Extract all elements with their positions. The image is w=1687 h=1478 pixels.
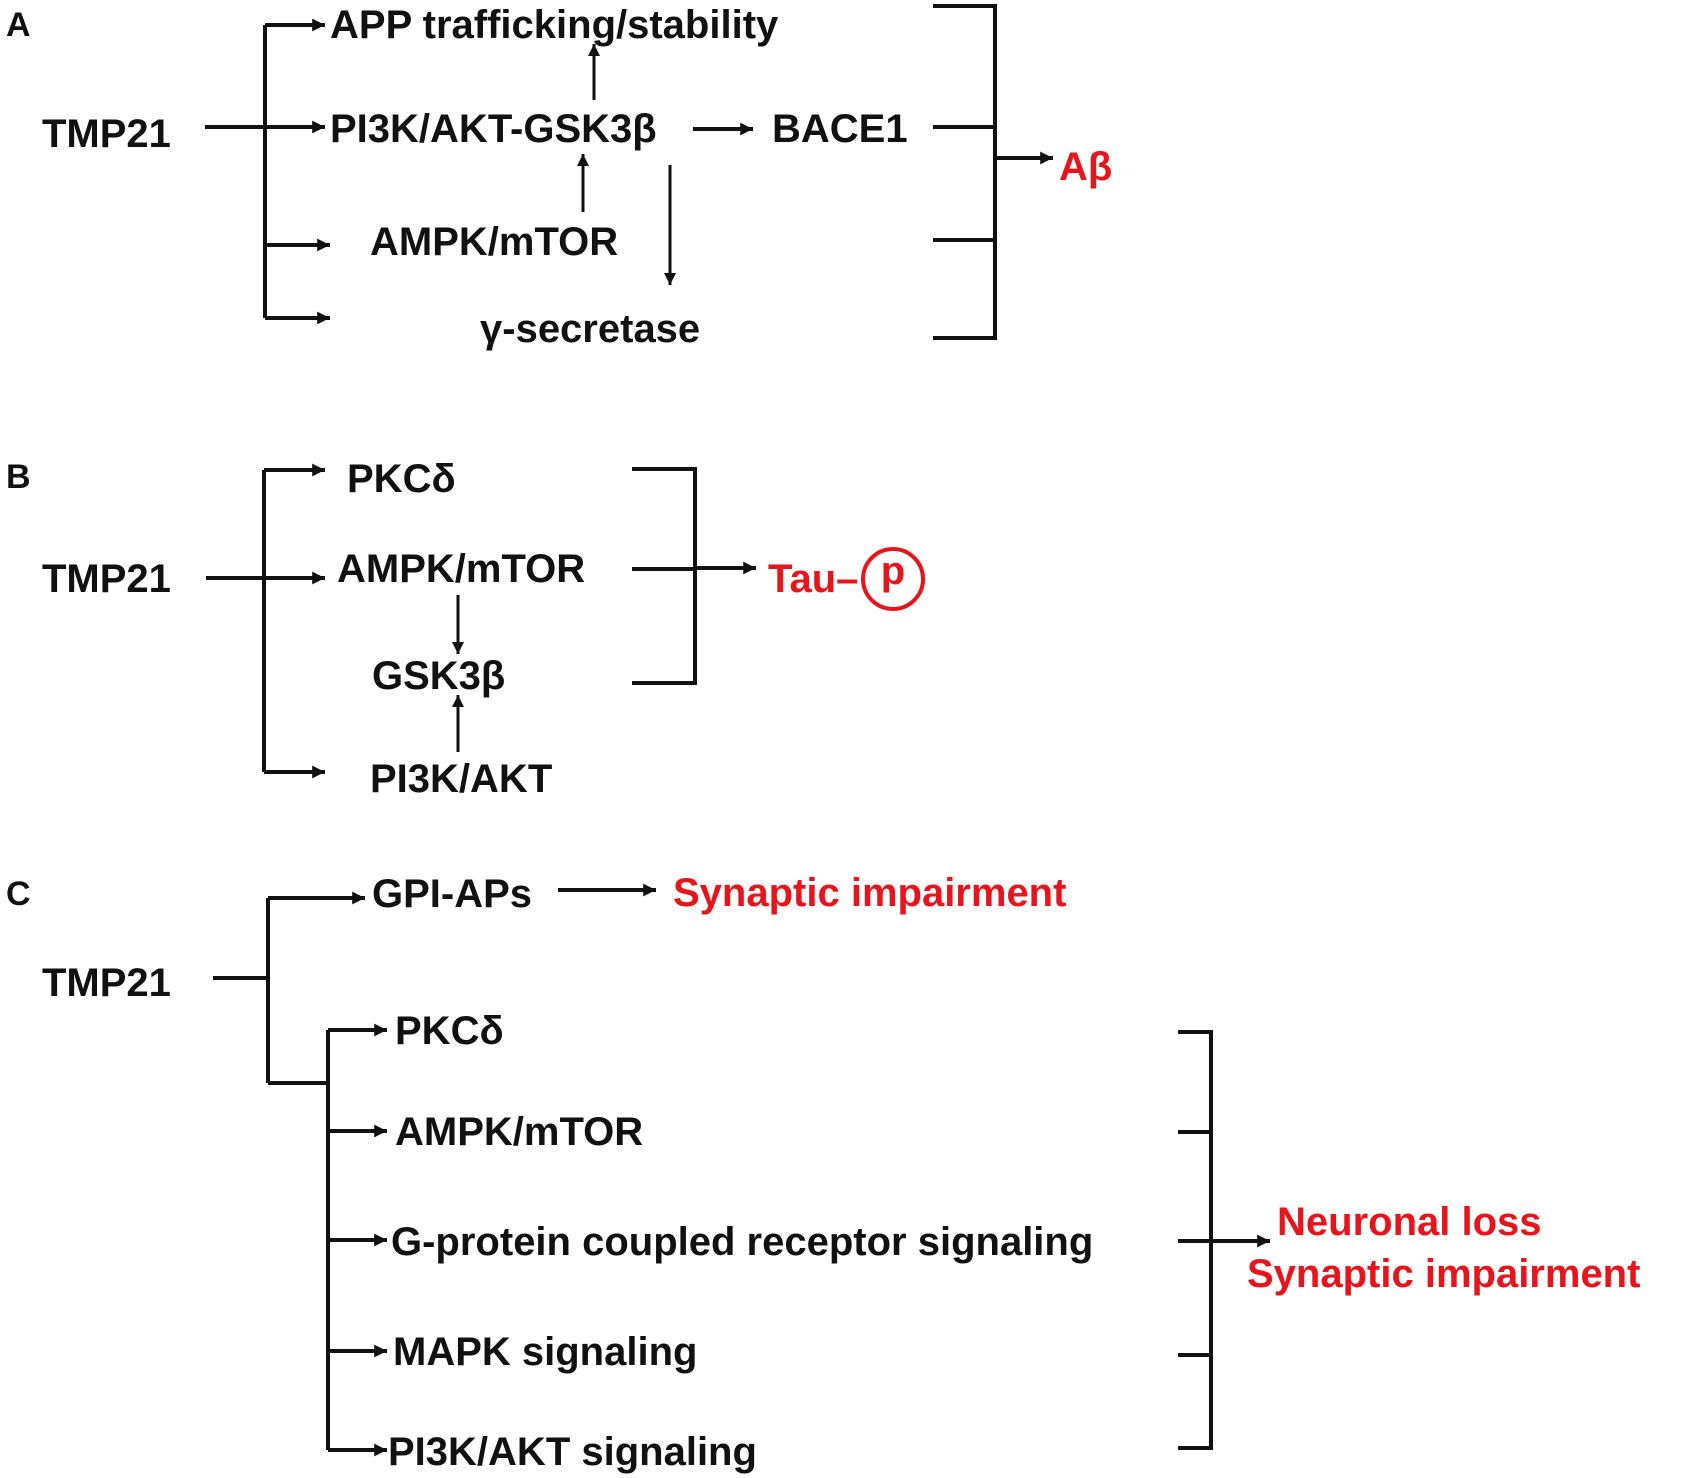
panel-a-bace1-label: BACE1	[772, 107, 908, 151]
panel-a-bracket	[933, 4, 1053, 340]
panel-a-abeta-outcome: Aβ	[1059, 145, 1112, 189]
panel-b-letter: B	[6, 458, 31, 496]
panel-a-ampk-label: AMPK/mTOR	[370, 220, 618, 264]
panel-b-tmp21-label: TMP21	[42, 557, 171, 601]
panel-c-gpcr-label: G-protein coupled receptor signaling	[391, 1220, 1093, 1264]
panel-a-letter: A	[6, 6, 31, 44]
panel-b-gsk3b-label: GSK3β	[372, 654, 505, 698]
panel-c-ampk-label: AMPK/mTOR	[395, 1110, 643, 1154]
panel-c-letter: C	[6, 875, 31, 913]
panel-a-connectors	[205, 18, 753, 325]
panel-b-phospho-circle	[861, 547, 925, 611]
panel-a-gamma-secretase-label: γ-secretase	[480, 307, 700, 351]
panel-b-connectors	[206, 463, 325, 779]
panel-b-pkcd-label: PKCδ	[347, 457, 456, 501]
panel-c-neuronal-loss-outcome: Neuronal loss	[1277, 1200, 1542, 1244]
panel-c-pi3k-label: PI3K/AKT signaling	[388, 1430, 757, 1474]
panel-c-synaptic-impairment-outcome-2: Synaptic impairment	[1247, 1252, 1640, 1296]
panel-a-pi3k-gsk3b-label: PI3K/AKT-GSK3β	[330, 107, 657, 151]
panel-c-pkcd-label: PKCδ	[395, 1009, 504, 1053]
panel-c-synaptic-impairment-outcome: Synaptic impairment	[673, 871, 1066, 915]
panel-b-tau-outcome: Tau–	[768, 557, 858, 601]
panel-c: C TMP21 GPI-APs Synaptic impairment PKCδ…	[6, 871, 1640, 1474]
panel-c-tmp21-label: TMP21	[42, 961, 171, 1005]
panel-a: A TMP21 APP trafficking/stability PI3K/A…	[6, 3, 1112, 351]
panel-c-mapk-label: MAPK signaling	[393, 1330, 697, 1374]
panel-c-connectors	[213, 883, 656, 1457]
panel-b-bracket	[632, 467, 756, 685]
panel-a-tmp21-label: TMP21	[42, 112, 171, 156]
panel-c-gpi-aps-label: GPI-APs	[372, 872, 532, 916]
panel-a-cross-arrows	[577, 44, 676, 285]
panel-a-app-label: APP trafficking/stability	[330, 3, 779, 47]
panel-b: B TMP21 PKCδ AMPK/mTOR GSK3β PI3K/AKT Ta…	[6, 457, 925, 801]
panel-b-phospho-label: p	[881, 549, 905, 593]
panel-b-ampk-label: AMPK/mTOR	[337, 547, 585, 591]
panel-c-bracket	[1178, 1030, 1270, 1450]
panel-b-pi3k-label: PI3K/AKT	[370, 757, 552, 801]
